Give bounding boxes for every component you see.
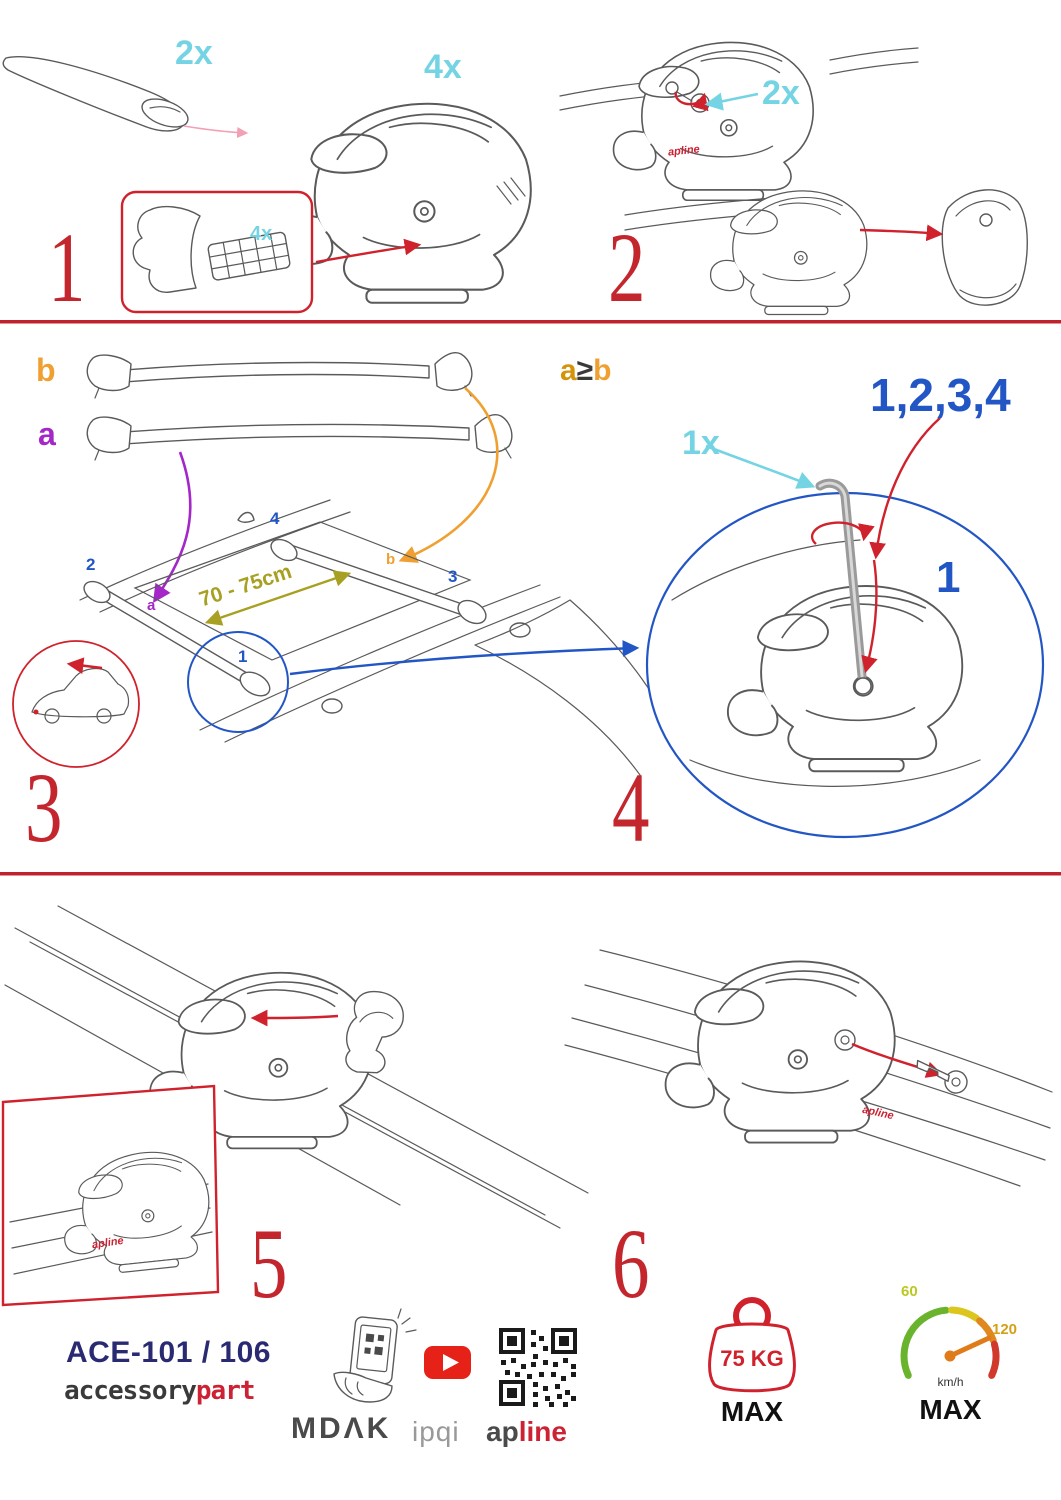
- divider-bottom: [0, 872, 1061, 876]
- phone-scan-icon: [333, 1308, 417, 1403]
- weight-limit-value: 75 KG: [720, 1346, 784, 1371]
- arrow-sequence-first: [869, 417, 941, 560]
- qty-label-bar: 2x: [175, 34, 213, 72]
- apline-suffix: line: [518, 1416, 567, 1447]
- step-number-2: 2: [608, 212, 646, 323]
- qty-label-pad: 4x: [250, 223, 273, 245]
- step-number-1: 1: [48, 212, 86, 323]
- qty-label-lock: 2x: [762, 74, 800, 112]
- qr-code-icon: [499, 1328, 577, 1407]
- formula-op: ≥: [576, 354, 594, 387]
- logo-ipqi: ipqi: [412, 1416, 460, 1447]
- divider-top: [0, 320, 1061, 324]
- weight-limit-icon: [708, 1297, 796, 1393]
- formula-a-gte-b: a≥b: [560, 356, 611, 386]
- step3-roof-art: [79, 499, 691, 776]
- bar-label-a: a: [38, 416, 56, 452]
- model-number: ACE-101 / 106: [66, 1336, 271, 1369]
- qty-label-key: 1x: [682, 424, 720, 462]
- speed-unit-label: km/h: [937, 1375, 964, 1389]
- apline-prefix: ap: [486, 1416, 519, 1447]
- step4-zoom-art: [645, 478, 1045, 839]
- formula-a: a: [560, 354, 577, 387]
- roof-marker-a: a: [147, 597, 156, 614]
- step3-car-inset-art: [12, 640, 140, 768]
- roof-marker-3: 3: [448, 567, 458, 586]
- tighten-sequence: 1,2,3,4: [870, 369, 1011, 421]
- formula-b: b: [593, 354, 612, 387]
- step5-inset-art: [1, 1084, 220, 1307]
- speed-limit-max: MAX: [919, 1394, 982, 1425]
- step5-art: [4, 905, 589, 1229]
- speed-high-label: 120: [992, 1321, 1018, 1338]
- roof-marker-4: 4: [270, 509, 280, 528]
- step1-pad-inset-art: [120, 190, 422, 314]
- step-number-6: 6: [612, 1208, 650, 1319]
- bar-label-b: b: [36, 352, 56, 388]
- brand-suffix: part: [195, 1376, 256, 1406]
- speedometer-icon: [900, 1306, 1000, 1379]
- arrow-b-to-roof: [398, 387, 499, 563]
- sequence-first: 1: [936, 553, 961, 602]
- distance-arrow: [204, 570, 352, 626]
- step-number-4: 4: [612, 752, 650, 863]
- arrow-to-zoom: [289, 640, 640, 676]
- step2-lower-assembly-art: [624, 189, 1028, 316]
- step2-upper-assembly-art: [559, 41, 919, 202]
- step1-foot-art: [278, 102, 532, 304]
- qty-label-foot: 4x: [424, 48, 462, 86]
- speed-low-label: 60: [901, 1283, 918, 1300]
- step3-crossbar-b-art: [86, 352, 473, 399]
- logo-apline: apline: [486, 1418, 567, 1446]
- weight-limit-max: MAX: [720, 1396, 784, 1427]
- logo-mdak: MDΛK: [291, 1412, 392, 1445]
- youtube-icon: [424, 1346, 471, 1379]
- detail-callout-circle: [187, 631, 289, 733]
- step6-art: [564, 949, 1053, 1187]
- arrow-a-to-roof: [152, 451, 192, 604]
- arrow-key-qty: [705, 444, 816, 489]
- brand-prefix: accessory: [64, 1376, 197, 1406]
- step-number-5: 5: [250, 1208, 288, 1319]
- roof-marker-b: b: [386, 551, 396, 568]
- step3-crossbar-a-art: [86, 414, 513, 461]
- step-number-3: 3: [25, 752, 63, 863]
- step1-crossbar-tube-art: [2, 56, 249, 139]
- roof-marker-2: 2: [86, 555, 96, 574]
- roof-marker-1: 1: [238, 647, 248, 666]
- brand-wordmark: accessorypart: [64, 1376, 256, 1406]
